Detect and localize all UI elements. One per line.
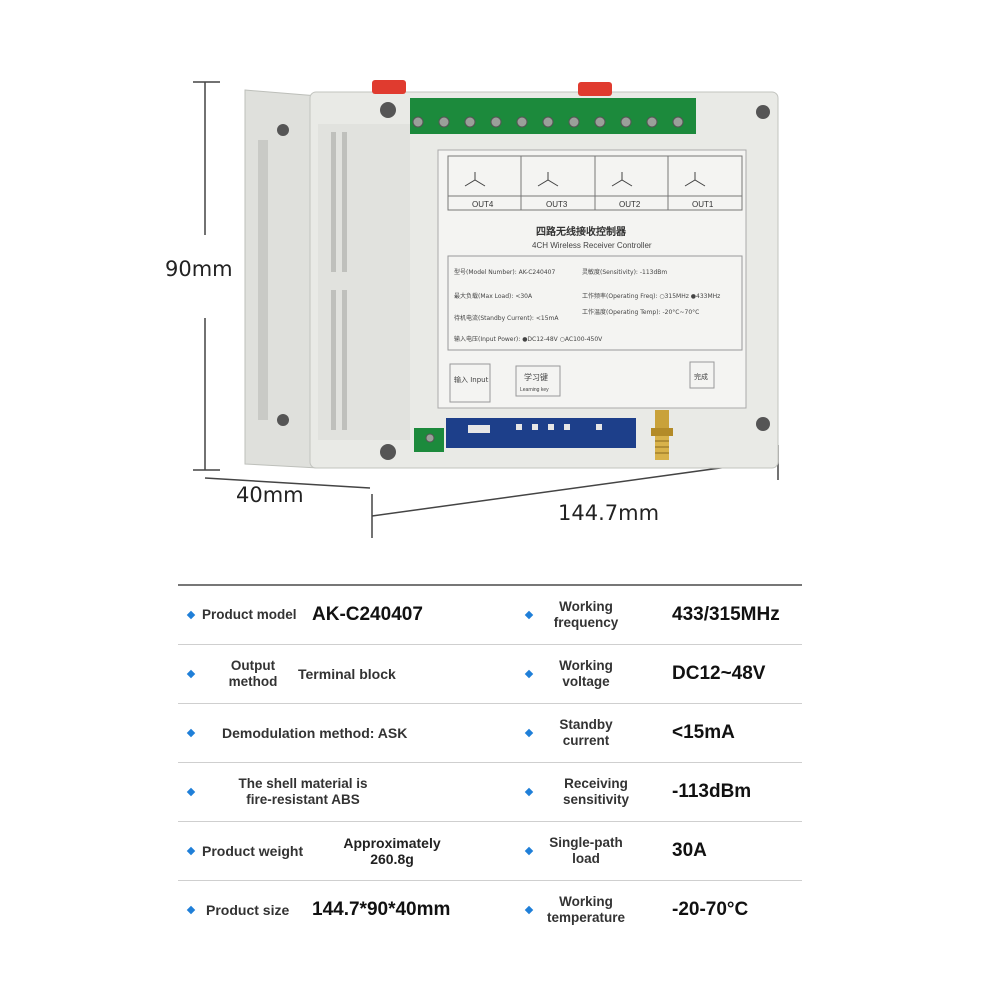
device-title-cn: 四路无线接收控制器 [536, 225, 627, 238]
spec-value-receiving-sensitivity: -113dBm [672, 781, 752, 802]
bottom-terminal-strip [414, 418, 636, 452]
spec-label-product-weight: Product weight [202, 843, 304, 859]
spec-label-working-frequency: Working frequency [553, 599, 619, 630]
power-line: 输入电压(Input Power): ●DC12-48V ○AC100-450V [454, 335, 603, 343]
spec-value-output-method: Terminal block [298, 666, 396, 682]
bullet-diamond-icon [186, 669, 196, 679]
learn-button-label: 学习键 [524, 372, 548, 382]
standby-line: 待机电流(Standby Current): <15mA [454, 314, 559, 322]
spec-value-standby-current: <15mA [672, 722, 735, 743]
bullet-diamond-icon [524, 610, 534, 620]
device-label: OUT4 OUT3 OUT2 OUT1 四路无线接收控制器 4CH Wirele… [437, 149, 747, 409]
depth-label: 40mm [236, 483, 304, 507]
bullet-diamond-icon [186, 728, 196, 738]
spec-label-working-temperature: Working temperature [546, 894, 626, 925]
spec-value-product-size: 144.7*90*40mm [312, 899, 451, 920]
spec-label-product-size: Product size [206, 902, 290, 918]
spec-label-working-voltage: Working voltage [559, 658, 613, 689]
bullet-diamond-icon [524, 787, 534, 797]
bullet-diamond-icon [186, 846, 196, 856]
spec-value-working-temperature: -20-70°C [672, 899, 749, 920]
bullet-diamond-icon [186, 905, 196, 915]
spec-label-output-method: Output method [228, 658, 278, 689]
stop-button-label: 完成 [694, 372, 708, 381]
din-rail-foot [244, 89, 319, 469]
spec-value-single-path-load: 30A [672, 840, 707, 861]
table-row: The shell material is fire-resistant ABS… [178, 763, 802, 822]
channel-label-out4: OUT4 [472, 200, 494, 209]
product-illustration: 90mm 40mm 144.7mm [165, 80, 779, 538]
top-terminal-block [410, 98, 696, 134]
spec-value-working-voltage: DC12~48V [672, 663, 766, 684]
sensitivity-line: 灵敏度(Sensitivity): -113dBm [582, 268, 667, 276]
depth-dimension [204, 477, 371, 489]
specs-table: Product model AK-C240407 Working frequen… [178, 584, 802, 939]
frequency-line: 工作频率(Operating Freq): ○315MHz ●433MHz [582, 292, 720, 300]
learn-button-en: Learning key [520, 387, 549, 393]
spec-label-receiving-sensitivity: Receiving sensitivity [562, 776, 630, 807]
spec-label-single-path-load: Single-path load [549, 835, 623, 866]
latch-clips [372, 80, 612, 96]
height-label: 90mm [165, 257, 233, 281]
channel-label-out3: OUT3 [546, 200, 568, 209]
device-title-en: 4CH Wireless Receiver Controller [532, 241, 652, 250]
spec-label-demodulation: Demodulation method: ASK [222, 725, 408, 741]
input-button-label: 输入 Input [454, 375, 489, 384]
bullet-diamond-icon [524, 846, 534, 856]
table-row: Product weight Approximately 260.8g Sing… [178, 822, 802, 881]
table-row: Product model AK-C240407 Working frequen… [178, 586, 802, 645]
spec-value-product-weight: Approximately 260.8g [343, 835, 441, 867]
bullet-diamond-icon [186, 610, 196, 620]
bullet-diamond-icon [524, 669, 534, 679]
spec-value-product-model: AK-C240407 [312, 604, 423, 625]
bullet-diamond-icon [186, 787, 196, 797]
bullet-diamond-icon [524, 905, 534, 915]
spec-value-working-frequency: 433/315MHz [672, 604, 780, 625]
width-label: 144.7mm [558, 501, 659, 525]
temperature-line: 工作温度(Operating Temp): -20°C~70°C [582, 308, 699, 316]
table-row: Product size 144.7*90*40mm Working tempe… [178, 881, 802, 939]
bullet-diamond-icon [524, 728, 534, 738]
model-line: 型号(Model Number): AK-C240407 [454, 268, 555, 276]
spec-label-standby-current: Standby current [559, 717, 613, 748]
table-row: Output method Terminal block Working vol… [178, 645, 802, 704]
specs-top-rule [178, 584, 802, 586]
antenna-connector-icon [651, 410, 673, 460]
spec-label-shell-material: The shell material is fire-resistant ABS [238, 776, 368, 807]
channel-label-out2: OUT2 [619, 200, 641, 209]
spec-label-product-model: Product model [202, 607, 297, 622]
table-row: Demodulation method: ASK Standby current… [178, 704, 802, 763]
channel-label-out1: OUT1 [692, 200, 714, 209]
height-dimension [193, 81, 220, 471]
load-line: 最大负载(Max Load): <30A [454, 292, 533, 300]
